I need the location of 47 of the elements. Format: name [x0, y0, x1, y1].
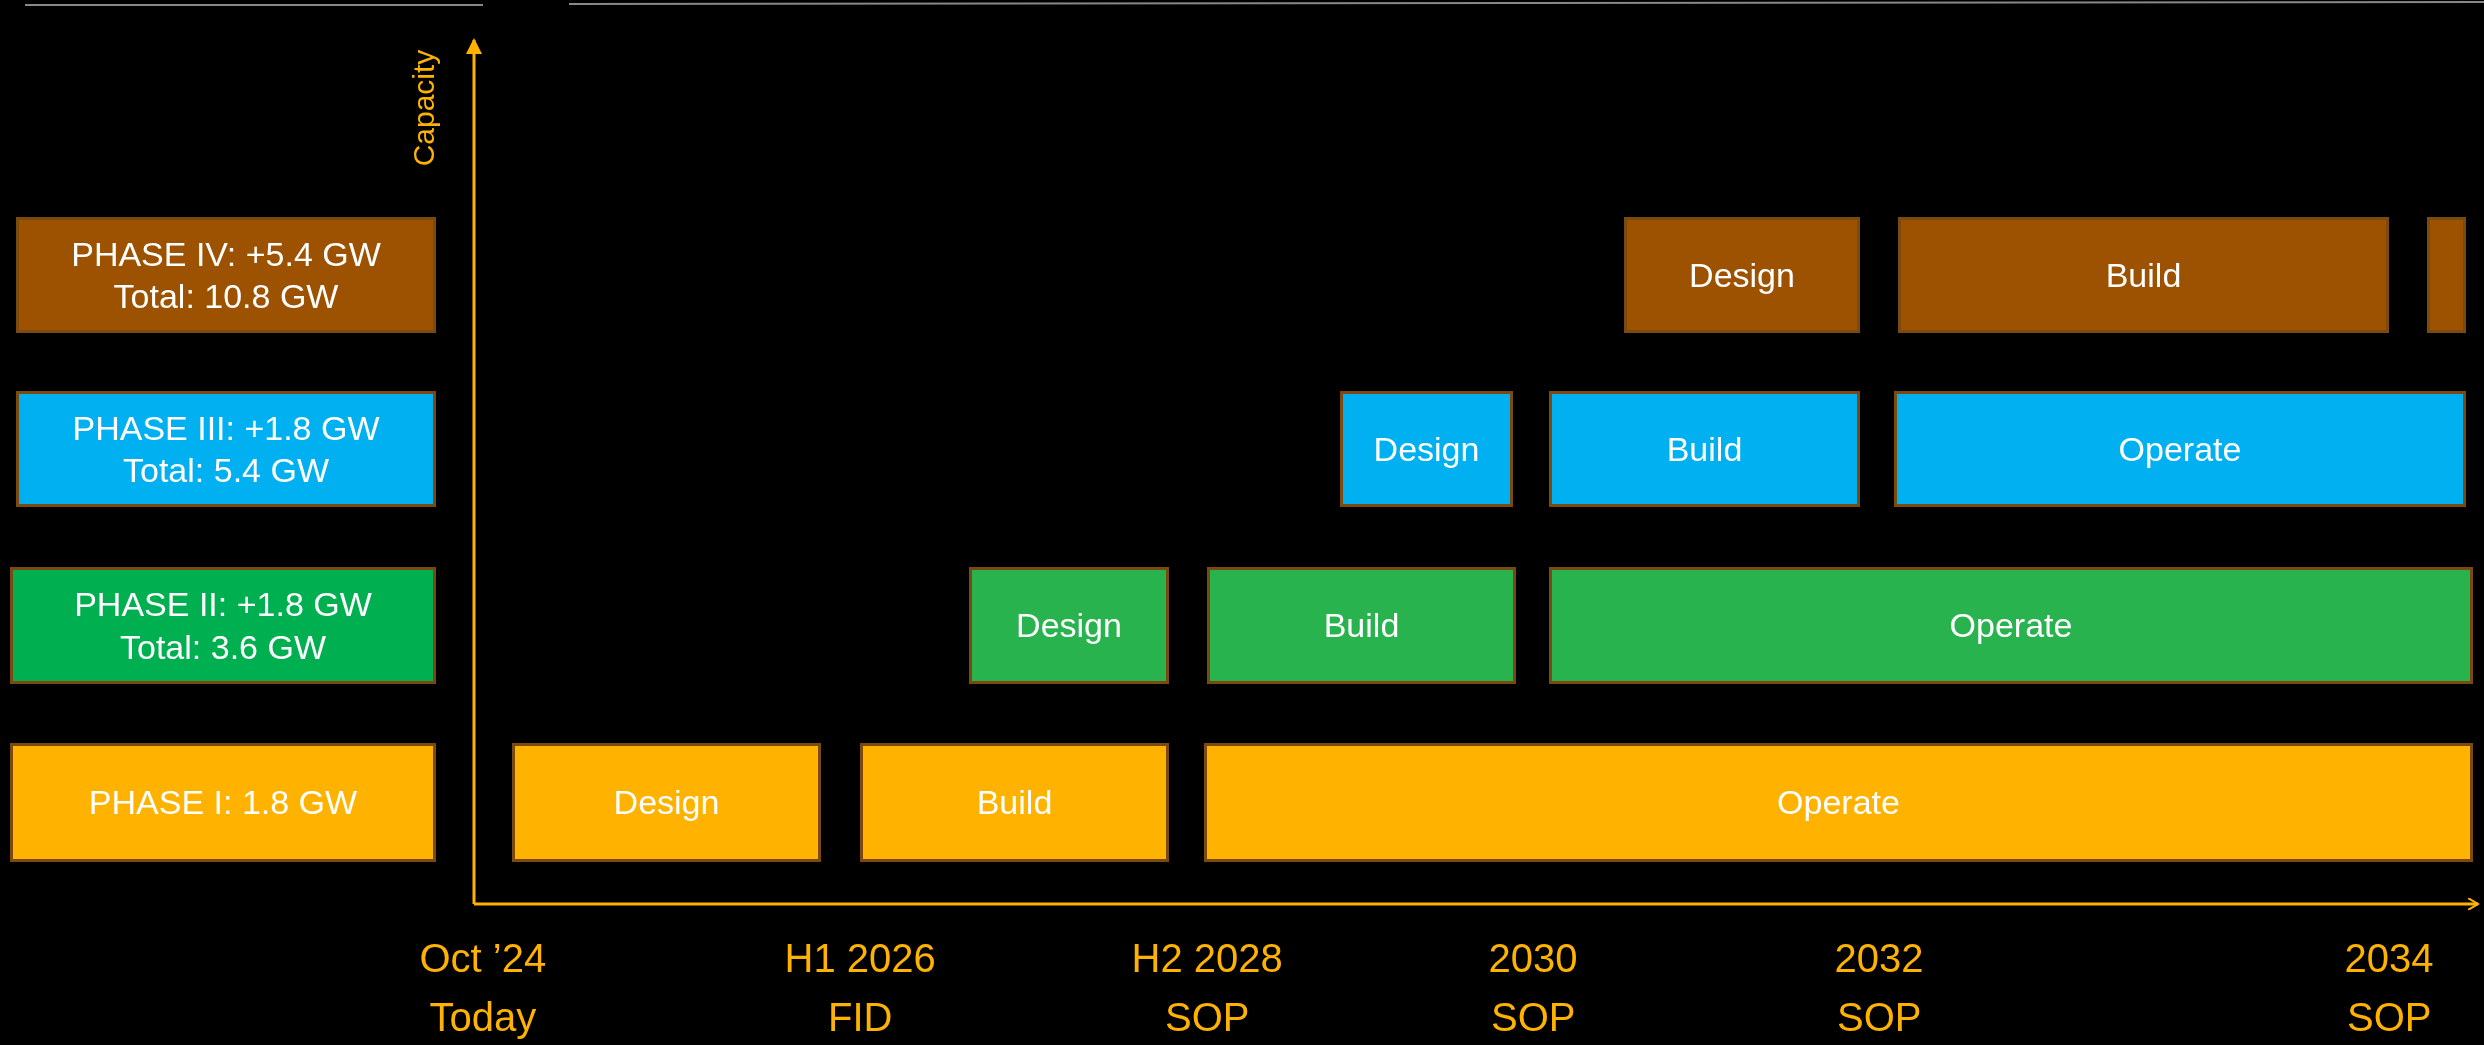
timeline-bar: [860, 743, 1169, 862]
timeline-bar: [1340, 391, 1513, 507]
phase-label: Total: 3.6 GW: [120, 626, 326, 668]
milestone-label: SOP: [1165, 995, 1250, 1040]
timeline-bar: [1624, 217, 1860, 333]
timeline-bar: [2427, 217, 2466, 333]
date-label: 2030: [1488, 936, 1578, 981]
phase-label: Total: 5.4 GW: [123, 450, 329, 491]
timeline-bar: [1204, 743, 2473, 862]
date-label: H2 2028: [1131, 936, 1283, 981]
stage-label: Design: [1373, 428, 1480, 470]
stage-label: Design: [613, 782, 720, 824]
phase-label: PHASE IV: +5.4 GW: [71, 233, 381, 275]
stage-label: Build: [1323, 605, 1400, 647]
timeline-bar: [969, 567, 1169, 684]
milestone-label: SOP: [1837, 995, 1922, 1040]
phase-label: PHASE I: 1.8 GW: [88, 782, 358, 824]
phase-label-box: [16, 391, 436, 507]
stage-label: Design: [1689, 254, 1795, 296]
timeline-bar: [1207, 567, 1516, 684]
milestone-label: FID: [828, 995, 893, 1040]
timeline-bar: [1549, 567, 2473, 684]
timeline-bar: [1549, 391, 1860, 507]
phase-label: Total: 10.8 GW: [113, 276, 339, 317]
axis-title: Capacity: [406, 49, 441, 167]
timeline-bar: [1898, 217, 2389, 333]
stage-label: Build: [2105, 254, 2182, 296]
stage-label: Build: [976, 782, 1053, 824]
date-label: 2034: [2344, 936, 2434, 981]
stage-label: Design: [1016, 605, 1122, 647]
stage-label: Operate: [2118, 428, 2242, 470]
phase-label-box: [10, 567, 436, 684]
phase-label: PHASE III: +1.8 GW: [72, 407, 380, 449]
date-label: Oct ’24: [419, 936, 547, 981]
stage-label: Operate: [1777, 782, 1900, 824]
phase-label: PHASE II: +1.8 GW: [74, 584, 372, 625]
phase-label-box: [16, 217, 436, 333]
milestone-label: Today: [429, 995, 537, 1040]
date-label: H1 2026: [784, 936, 936, 981]
timeline-bar: [512, 743, 821, 862]
milestone-label: SOP: [2347, 995, 2432, 1040]
milestone-label: SOP: [1491, 995, 1576, 1040]
phase-label-box: [10, 743, 436, 862]
timeline-bar: [1894, 391, 2466, 507]
stage-label: Build: [1666, 428, 1743, 470]
stage-label: Operate: [1949, 605, 2073, 647]
date-label: 2032: [1834, 936, 1924, 981]
